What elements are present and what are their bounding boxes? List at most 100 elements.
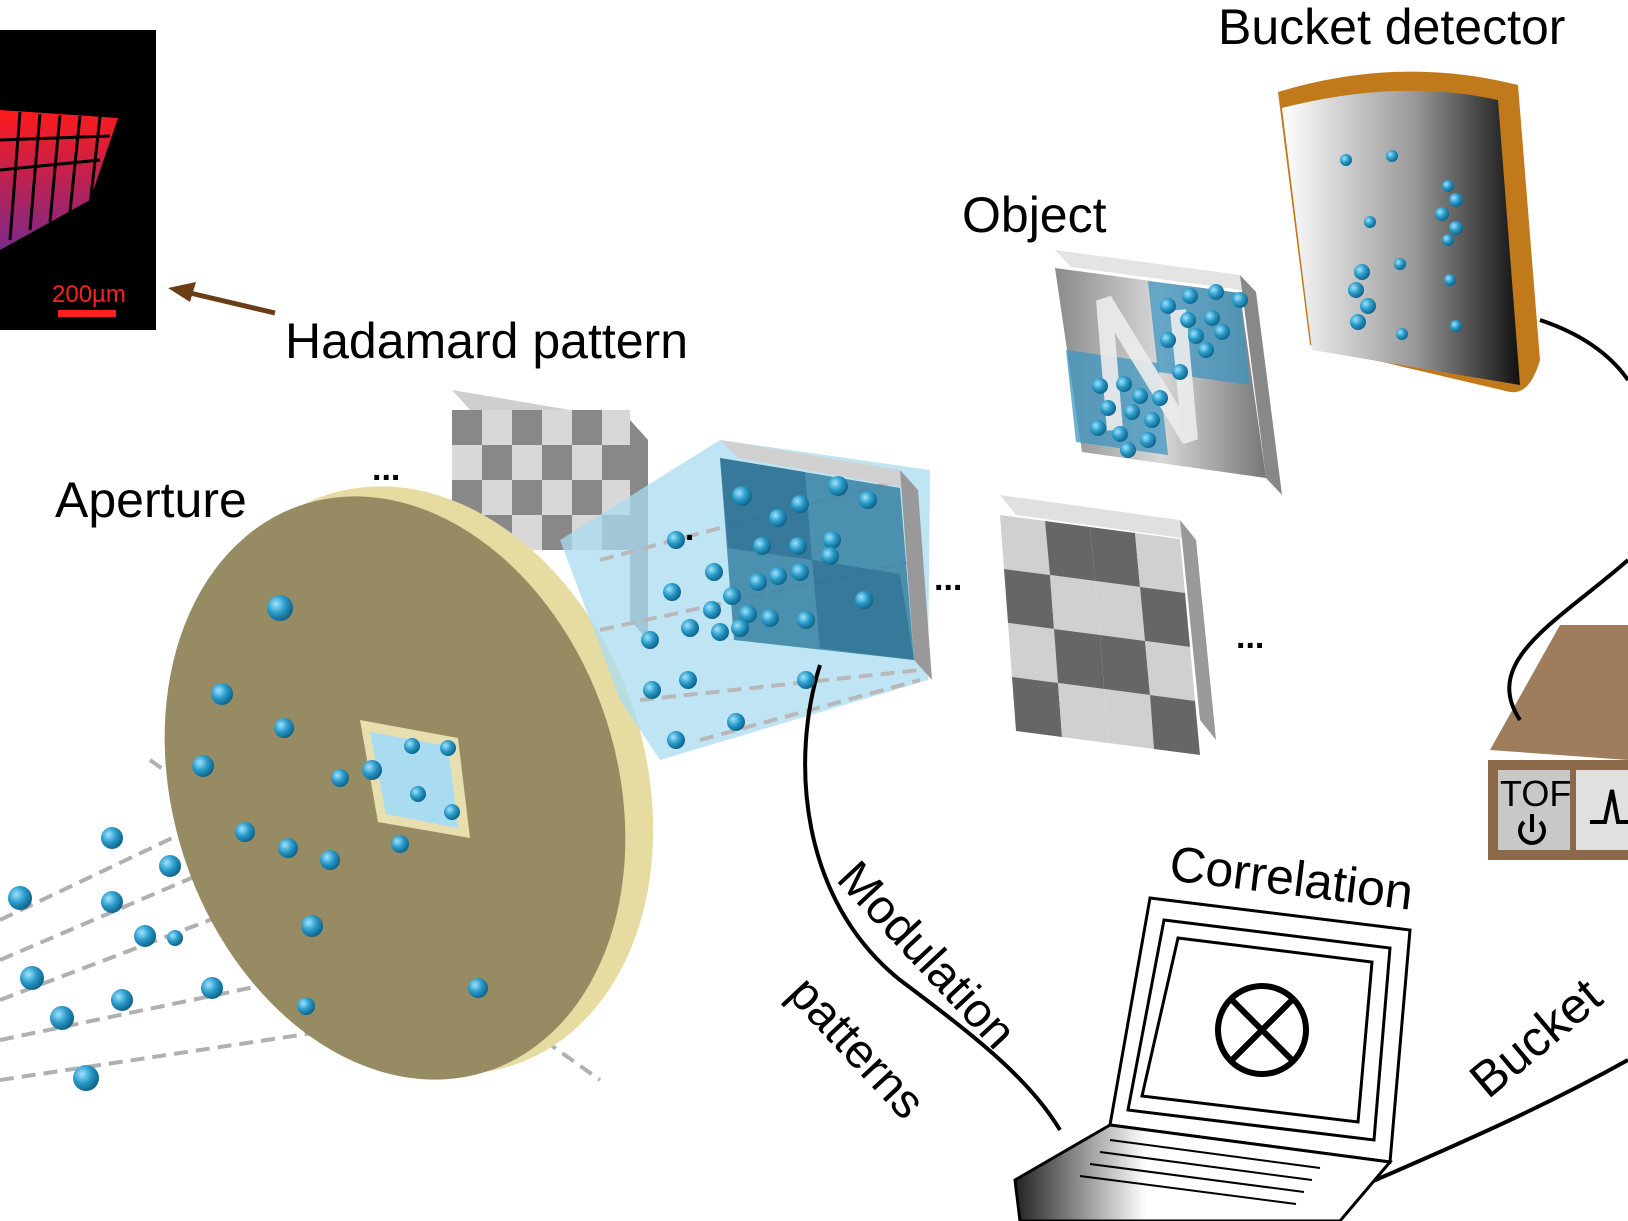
particle xyxy=(749,573,767,591)
particle xyxy=(681,619,699,637)
particle xyxy=(821,547,839,565)
particle xyxy=(1172,364,1188,380)
particle xyxy=(1188,328,1204,344)
particle xyxy=(468,978,488,998)
particle xyxy=(192,755,214,777)
particle xyxy=(731,619,749,637)
particle xyxy=(703,601,721,619)
particle xyxy=(797,611,815,629)
particle xyxy=(1160,332,1176,348)
particle xyxy=(727,713,745,731)
particle xyxy=(201,977,223,999)
particle xyxy=(1350,314,1366,330)
particle xyxy=(101,891,123,913)
particle xyxy=(278,838,298,858)
particle xyxy=(828,476,848,496)
tof-box: TOF xyxy=(1488,625,1628,860)
particle xyxy=(1090,420,1106,436)
particle xyxy=(667,531,685,549)
particle xyxy=(1450,320,1462,332)
particle xyxy=(1120,442,1136,458)
particle xyxy=(641,631,659,649)
particle xyxy=(1116,376,1132,392)
particle xyxy=(1340,154,1352,166)
particle xyxy=(797,671,815,689)
particle xyxy=(1442,180,1454,192)
particle xyxy=(791,495,809,513)
inset-arrow xyxy=(168,282,276,316)
particle xyxy=(404,738,420,754)
particle xyxy=(1360,298,1376,314)
particle xyxy=(20,966,44,990)
particle xyxy=(823,531,841,549)
particle xyxy=(1100,400,1116,416)
particle xyxy=(667,731,685,749)
particle xyxy=(1204,310,1220,326)
particle xyxy=(723,587,741,605)
particle xyxy=(1232,292,1248,308)
particle xyxy=(1140,432,1156,448)
particle xyxy=(1132,388,1148,404)
aperture-label: Aperture xyxy=(55,472,247,528)
particle xyxy=(267,595,293,621)
particle xyxy=(1214,324,1230,340)
particle xyxy=(167,930,183,946)
particle xyxy=(391,835,409,853)
object-plate xyxy=(1055,250,1282,495)
scale-bar-label: 200µm xyxy=(52,281,126,308)
hadamard-pattern-label: Hadamard pattern xyxy=(285,313,688,369)
particle xyxy=(211,683,233,705)
particle xyxy=(297,997,315,1015)
object-label: Object xyxy=(962,187,1107,243)
particle xyxy=(73,1065,99,1091)
particle xyxy=(663,583,681,601)
particle xyxy=(732,486,752,506)
sem-inset: 200µm xyxy=(0,30,156,330)
power-icon xyxy=(1518,814,1546,845)
particle xyxy=(1198,342,1214,358)
particle xyxy=(331,769,349,787)
particle xyxy=(1386,150,1398,162)
particle xyxy=(1348,282,1364,298)
particle xyxy=(444,804,460,820)
particle xyxy=(1182,288,1198,304)
particle xyxy=(855,591,873,609)
particle xyxy=(1442,234,1454,246)
particle xyxy=(791,563,809,581)
particle-cloud xyxy=(8,150,1463,1091)
particle xyxy=(1354,264,1370,280)
particle xyxy=(1444,274,1456,286)
ellipsis-3: ... xyxy=(934,560,962,598)
particle xyxy=(50,1006,74,1030)
particle xyxy=(1152,390,1168,406)
particle xyxy=(753,537,771,555)
particle xyxy=(111,989,133,1011)
particle xyxy=(1144,412,1160,428)
particle xyxy=(1180,312,1196,328)
particle xyxy=(1364,216,1376,228)
particle xyxy=(159,855,181,877)
particle xyxy=(1435,207,1449,221)
particle xyxy=(134,925,156,947)
tof-label: TOF xyxy=(1500,773,1571,814)
particle xyxy=(1394,258,1406,270)
particle xyxy=(1112,426,1128,442)
signal-pulse-icon xyxy=(1590,789,1628,824)
particle xyxy=(679,671,697,689)
particle xyxy=(1160,298,1176,314)
bucket-detector xyxy=(1278,71,1540,393)
laptop xyxy=(1013,896,1412,1221)
particle xyxy=(362,760,382,780)
particle xyxy=(761,609,779,627)
bucket-detector-label: Bucket detector xyxy=(1218,0,1565,55)
particle xyxy=(101,827,123,849)
particle xyxy=(235,822,255,842)
particle xyxy=(8,886,32,910)
particle xyxy=(711,623,729,641)
particle xyxy=(859,491,877,509)
particle xyxy=(301,915,323,937)
particle xyxy=(789,537,807,555)
particle xyxy=(1092,378,1108,394)
particle xyxy=(274,718,294,738)
